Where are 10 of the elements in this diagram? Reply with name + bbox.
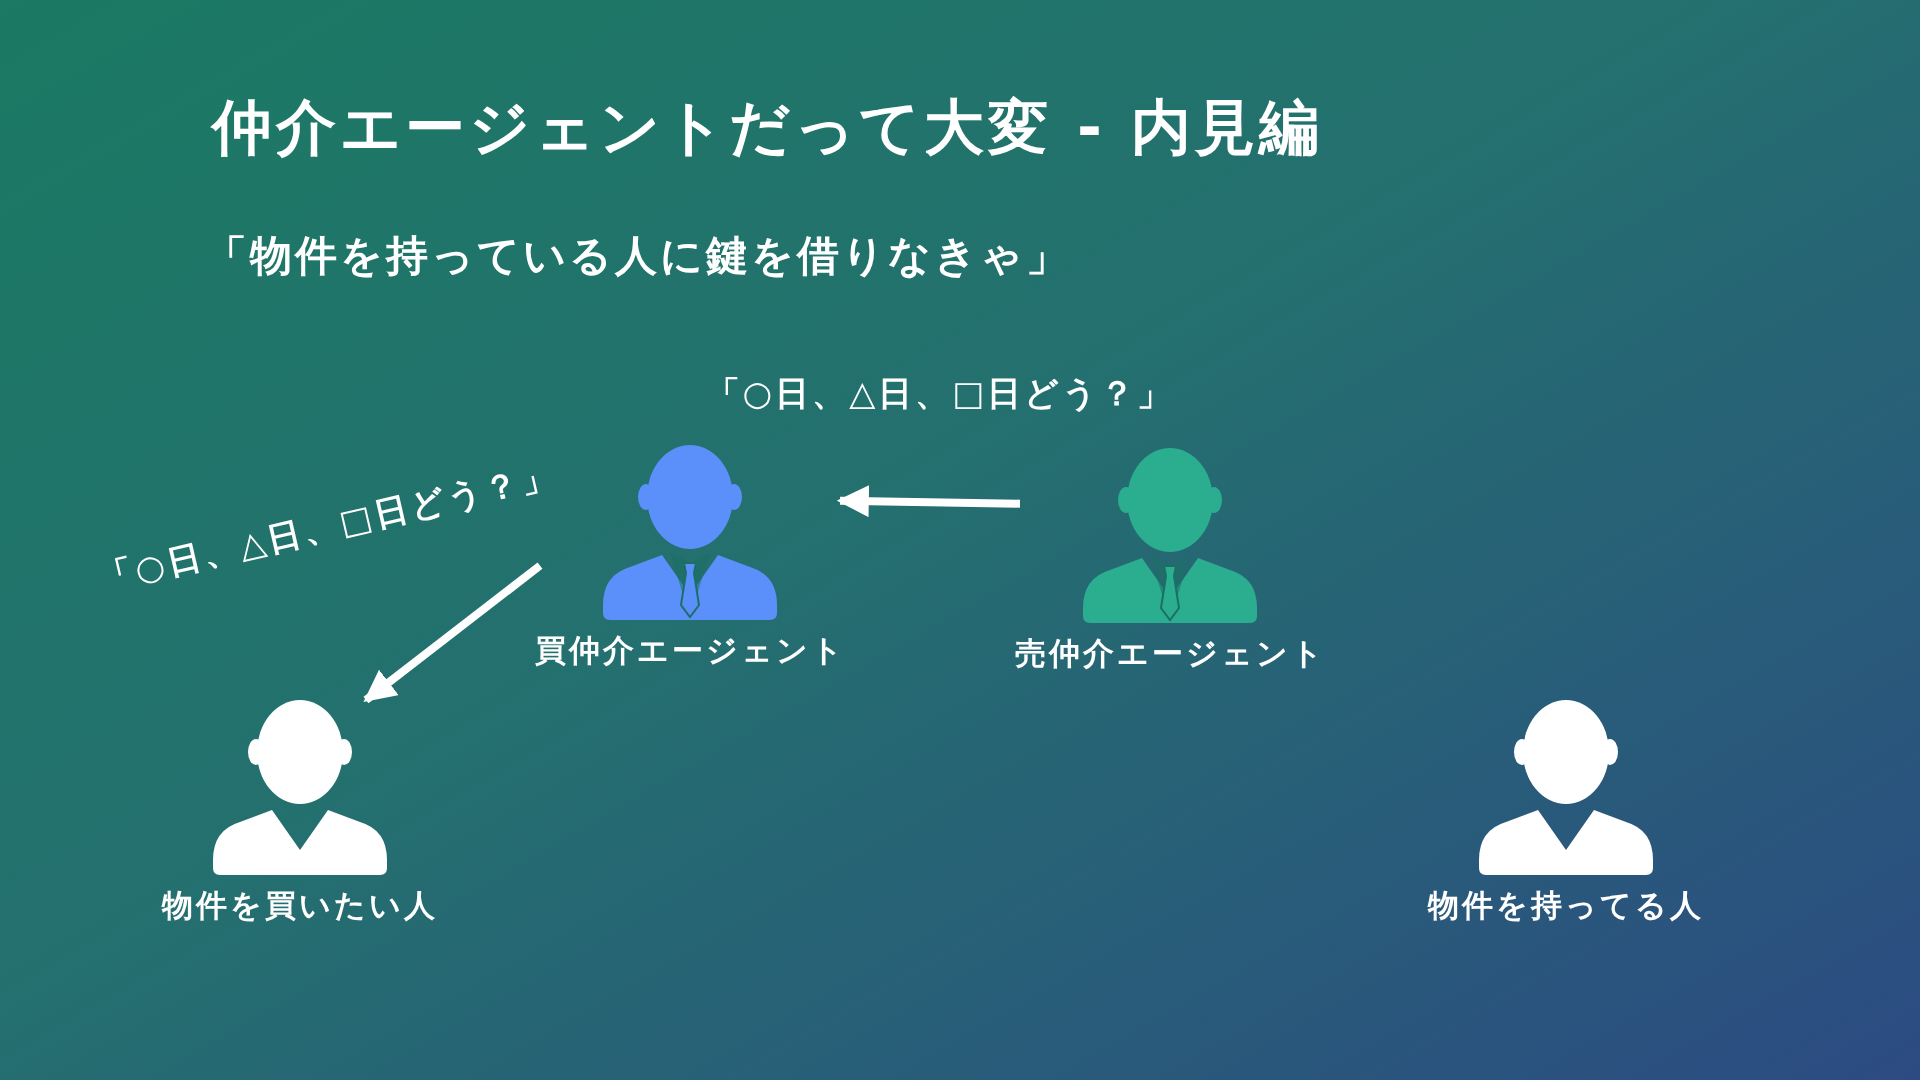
person-label: 売仲介エージェント <box>1014 634 1326 673</box>
edge-label: 「○日、△日、□日どう？」 <box>705 372 1175 415</box>
arrow <box>363 562 543 704</box>
arrow <box>836 485 1021 518</box>
person-label: 買仲介エージェント <box>534 631 846 670</box>
person-label: 物件を買いたい人 <box>162 886 438 925</box>
quote-text: 「物件を持っている人に鍵を借りなきゃ」 <box>205 230 1071 282</box>
slide-title: 仲介エージェントだって大変 - 内見編 <box>212 91 1323 164</box>
edge-label: 「○日、△日、□日どう？」 <box>94 452 562 601</box>
person-label: 物件を持ってる人 <box>1428 886 1704 925</box>
